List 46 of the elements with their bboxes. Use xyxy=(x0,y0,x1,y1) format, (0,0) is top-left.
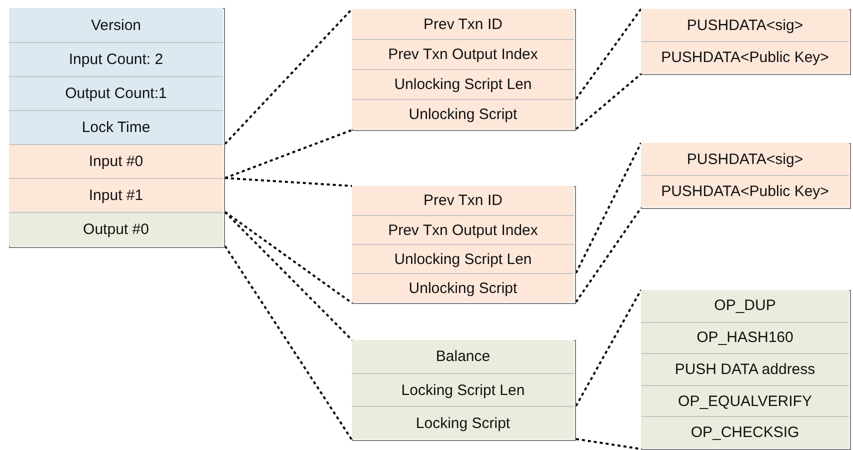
leader-line xyxy=(224,211,353,341)
leader-line xyxy=(224,177,352,187)
table-row: Locking Script Len xyxy=(352,373,574,406)
table-box xyxy=(641,9,851,75)
table-row: Balance xyxy=(352,340,574,373)
table-row: OP_DUP xyxy=(641,290,849,322)
leader-line xyxy=(575,8,642,100)
table-row: Unlocking Script xyxy=(352,273,574,302)
table-row: Prev Txn Output Index xyxy=(352,39,574,69)
table-row: Input #1 xyxy=(9,178,223,212)
table-row: Prev Txn Output Index xyxy=(352,215,574,244)
table-row: Input Count: 2 xyxy=(9,42,223,76)
table-row: Unlocking Script xyxy=(352,99,574,129)
table-box xyxy=(352,9,576,131)
table-box xyxy=(641,290,851,450)
table-row: Output Count:1 xyxy=(9,76,223,110)
table-row: OP_EQUALVERIFY xyxy=(641,384,849,416)
table-row: PUSHDATA<sig> xyxy=(641,143,849,175)
table-row: PUSHDATA<Public Key> xyxy=(641,175,849,207)
table-box xyxy=(9,8,225,248)
table-row: OP_CHECKSIG xyxy=(641,416,849,448)
leader-line xyxy=(576,438,642,450)
leader-line xyxy=(224,245,353,441)
table-row: Unlocking Script Len xyxy=(352,69,574,99)
table-row: Prev Txn ID xyxy=(352,186,574,215)
table-row: Prev Txn ID xyxy=(352,9,574,39)
table-box xyxy=(352,186,576,304)
table-row: Lock Time xyxy=(9,110,223,144)
leader-line xyxy=(224,129,352,179)
table-row: OP_HASH160 xyxy=(641,322,849,354)
table-box xyxy=(641,143,851,209)
table-row: PUSHDATA<Public Key> xyxy=(641,41,849,73)
leader-line xyxy=(224,8,353,145)
leader-line xyxy=(224,211,353,304)
leader-line xyxy=(575,73,642,130)
table-row: Locking Script xyxy=(352,406,574,439)
table-row: PUSH DATA address xyxy=(641,353,849,385)
leader-line xyxy=(575,290,642,406)
table-row: Output #0 xyxy=(9,212,223,246)
leader-line xyxy=(575,207,642,303)
table-box xyxy=(352,340,576,441)
table-row: Input #0 xyxy=(9,144,223,178)
leader-line xyxy=(575,142,642,274)
table-row: PUSHDATA<sig> xyxy=(641,9,849,41)
table-row: Unlocking Script Len xyxy=(352,244,574,273)
table-row: Version xyxy=(9,8,223,42)
